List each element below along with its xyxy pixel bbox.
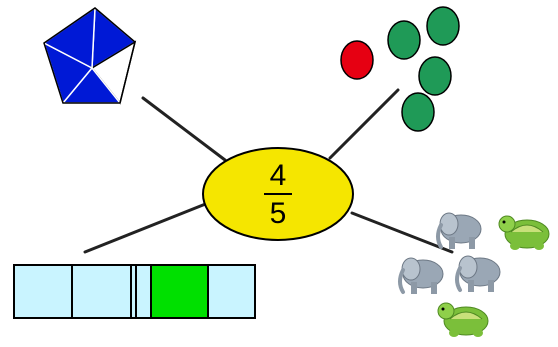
turtle-icon: [437, 302, 489, 337]
animals-model: [398, 212, 550, 337]
bar-part-1: [13, 264, 73, 319]
green-counter: [387, 20, 421, 60]
elephant-icon: [455, 255, 501, 292]
bar-part-2: [71, 264, 132, 319]
green-counter: [401, 92, 435, 132]
line-to-bar: [83, 201, 210, 254]
bar-part-4: [150, 264, 209, 319]
bar-part-5: [207, 264, 256, 319]
turtle-icon: [498, 215, 550, 250]
line-to-pentagon: [141, 96, 227, 162]
bar-model: [13, 264, 256, 319]
fraction-center: 4 5: [202, 147, 354, 241]
green-counter: [426, 6, 460, 46]
counters-model: [340, 6, 460, 132]
green-counter: [418, 56, 452, 96]
red-counter: [340, 40, 374, 80]
line-to-animals: [350, 211, 454, 254]
fraction-denominator: 5: [270, 197, 287, 230]
connector-lines: [83, 88, 454, 254]
elephant-icon: [436, 212, 482, 249]
fraction-numerator: 4: [270, 159, 287, 192]
line-to-counters: [328, 88, 400, 160]
pentagon-outline: [43, 7, 136, 104]
bar-part-3: [130, 264, 152, 319]
pentagon-model: [42, 6, 137, 105]
elephant-icon: [398, 257, 444, 294]
